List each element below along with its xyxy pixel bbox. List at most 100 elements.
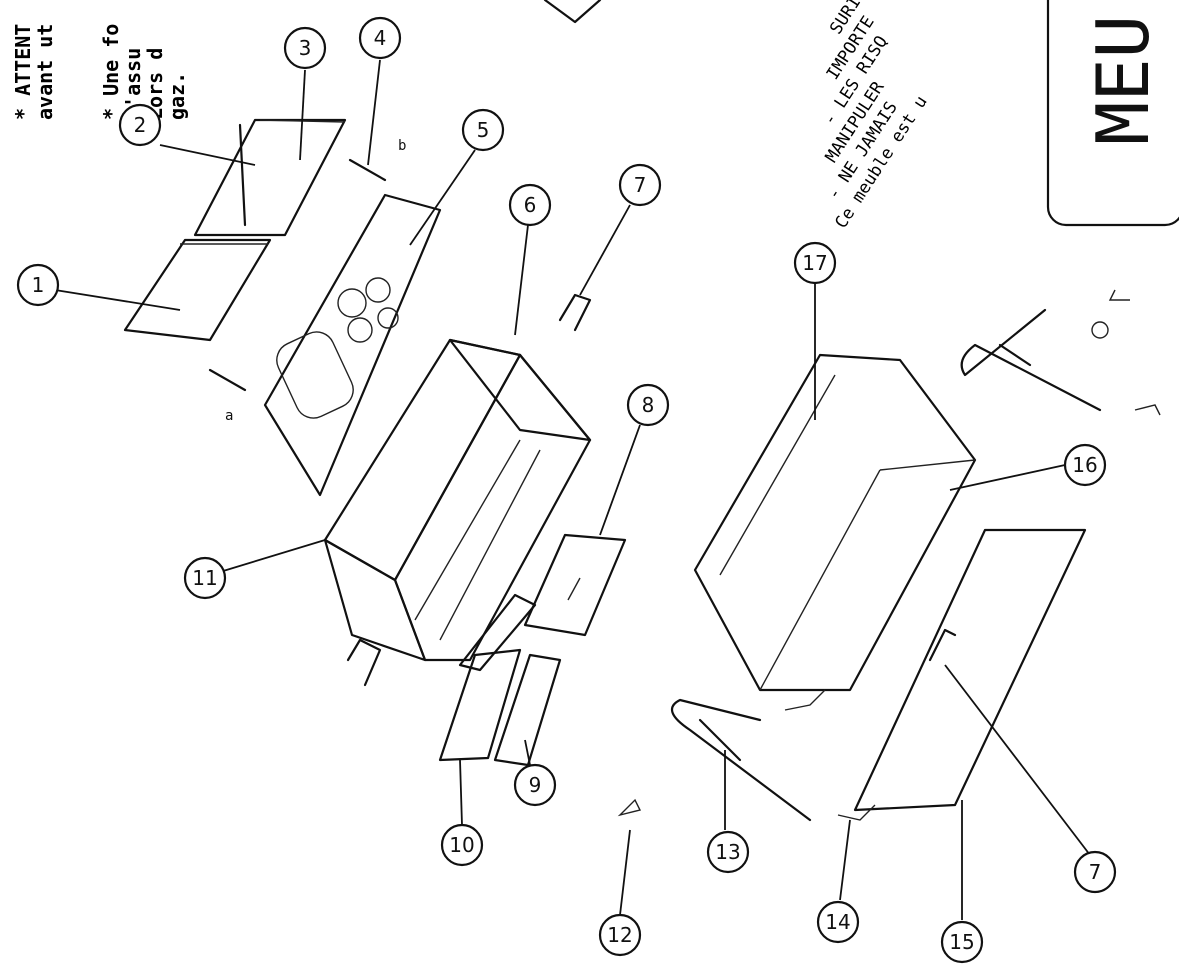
sink-basin (276, 331, 354, 419)
part-15-door (853, 528, 1087, 812)
callout-14: 14 (816, 900, 860, 944)
callout-8: 8 (626, 383, 670, 427)
letter-a: a (225, 408, 233, 424)
part-11-side (323, 538, 427, 662)
title-text: MEU (1081, 15, 1165, 145)
leader-4 (367, 59, 381, 166)
callout-7b: 7 (1073, 850, 1117, 894)
leader-10 (459, 759, 463, 826)
lower-cabinet-edge (759, 469, 881, 691)
part-1-panel (123, 238, 272, 342)
part-8-handle (567, 577, 581, 601)
callout-10-label: 10 (449, 833, 474, 857)
callout-11-label: 11 (192, 566, 217, 590)
burner-4 (377, 307, 399, 329)
part-2-3-panel (193, 118, 347, 237)
part-2-3-divider (238, 123, 247, 227)
callout-5-label: 5 (477, 118, 490, 142)
callout-13-label: 13 (715, 840, 740, 864)
callout-12: 12 (598, 913, 642, 957)
part-13-leg-frame (670, 698, 812, 822)
callout-3: 3 (283, 26, 327, 70)
part-4-rod-left (208, 368, 247, 392)
callout-16: 16 (1063, 443, 1107, 487)
leader-8 (599, 424, 641, 536)
leader-7 (579, 204, 631, 296)
callout-17-label: 17 (802, 251, 827, 275)
callout-7-label: 7 (634, 173, 647, 197)
warning-text-block: * ATTENT avant ut * Une fo S'assu Lors d… (11, 24, 189, 120)
part-13-crossbar (698, 718, 742, 762)
callout-11: 11 (183, 556, 227, 600)
lower-cabinet-top-edge (879, 459, 976, 471)
callout-9-label: 9 (529, 773, 542, 797)
cabinet-front (393, 353, 592, 662)
title-box (1046, 0, 1179, 227)
leader-1 (54, 289, 181, 311)
attention-line-2: avant ut (33, 24, 57, 120)
part-7-handle-left (346, 638, 382, 687)
leader-16 (949, 464, 1066, 491)
attention-line-1: * ATTENT (11, 24, 35, 120)
callout-14-label: 14 (825, 910, 850, 934)
foot-right (1134, 404, 1161, 416)
upper-leg-crossbar (998, 343, 1032, 367)
leader-12 (619, 829, 631, 916)
part-14-foot (837, 804, 876, 821)
lower-cabinet-inner (719, 374, 836, 576)
callout-8-label: 8 (642, 393, 655, 417)
callout-6-label: 6 (524, 193, 537, 217)
leader-9 (524, 739, 531, 766)
callout-7b-label: 7 (1089, 860, 1102, 884)
callout-15-label: 15 (949, 930, 974, 954)
part-15-handle (928, 628, 957, 662)
foot-top-right (1108, 289, 1130, 301)
warning-triangle-icon (543, 0, 602, 24)
callout-10: 10 (440, 823, 484, 867)
leader-6 (514, 224, 529, 336)
callout-7: 7 (618, 163, 662, 207)
leader-11 (209, 539, 326, 576)
callout-1: 1 (16, 263, 60, 307)
part-10-drawer (438, 648, 522, 762)
une-line-1: * Une fo (99, 24, 123, 120)
leader-2 (159, 144, 256, 166)
callout-9: 9 (513, 763, 557, 807)
burner-2 (365, 277, 391, 303)
leader-14 (839, 819, 851, 901)
part-9-drawer (493, 653, 562, 767)
part-8-door (523, 533, 627, 637)
callout-1-label: 1 (32, 273, 45, 297)
leader-3 (299, 69, 306, 161)
callout-15: 15 (940, 920, 984, 964)
cabinet-shelf (414, 439, 521, 621)
callout-5: 5 (461, 108, 505, 152)
upper-leg-frame (960, 308, 1102, 412)
part-7-handle-top (558, 293, 592, 332)
safety-warning-block: SURI IMPORTE - LES RISQ MANIPULER - NE J… (820, 0, 932, 232)
part-4-rod (348, 158, 387, 182)
callout-2-label: 2 (134, 113, 147, 137)
leader-7b (944, 664, 1091, 856)
part-5-cooktop (263, 193, 442, 497)
cabinet-rail (439, 449, 541, 641)
knob-right (1091, 321, 1109, 339)
foot-upper (784, 689, 826, 711)
callout-6: 6 (508, 183, 552, 227)
part-12-screw (617, 798, 642, 817)
une-line-4: gaz. (165, 72, 189, 120)
burner-3 (347, 317, 373, 343)
drawer-rail (458, 593, 537, 672)
callout-13: 13 (706, 830, 750, 874)
callout-4-label: 4 (374, 26, 387, 50)
callout-17: 17 (793, 241, 837, 285)
callout-2: 2 (118, 103, 162, 147)
callout-16-label: 16 (1072, 453, 1097, 477)
callout-3-label: 3 (299, 36, 312, 60)
burner-1 (337, 288, 367, 318)
letter-b: b (398, 138, 406, 154)
callout-4: 4 (358, 16, 402, 60)
leader-5 (409, 149, 476, 246)
